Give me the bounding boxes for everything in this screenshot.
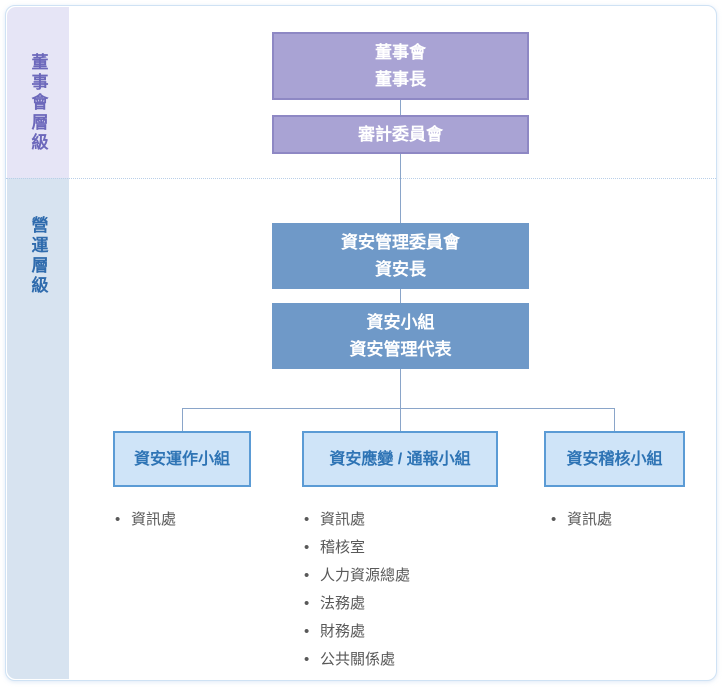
member-list-audit-group: 資訊處 <box>550 506 612 534</box>
org-node-board-of-directors: 董事會 董事長 <box>272 32 529 100</box>
member-item: 人力資源總處 <box>303 562 410 590</box>
member-item: 公共關係處 <box>303 646 410 674</box>
org-node-line: 資安管理代表 <box>349 340 452 359</box>
connector-line <box>400 100 401 115</box>
org-node-operations-group: 資安運作小組 <box>113 431 251 487</box>
sidebar-section-operations-level: 營運層級 <box>7 178 69 679</box>
connector-line <box>400 289 401 303</box>
org-node-line: 資安管理委員會 <box>341 233 460 252</box>
member-list-response-reporting-group: 資訊處 稽核室 人力資源總處 法務處 財務處 公共關係處 <box>303 506 410 674</box>
connector-line <box>182 408 183 431</box>
operations-level-label: 營運層級 <box>28 216 48 296</box>
org-node-line: 董事會 <box>375 43 426 62</box>
org-node-line: 審計委員會 <box>358 125 443 144</box>
member-list-operations-group: 資訊處 <box>114 506 176 534</box>
org-node-response-reporting-group: 資安應變 / 通報小組 <box>302 431 498 487</box>
member-item: 資訊處 <box>114 506 176 534</box>
org-node-audit-group: 資安稽核小組 <box>544 431 685 487</box>
org-node-line: 董事長 <box>375 70 426 89</box>
member-item: 稽核室 <box>303 534 410 562</box>
org-chart-card: 董事會層級 營運層級 董事會 董事長 審計委員會 資安管理委員會 資安長 資安小… <box>5 5 717 681</box>
member-item: 法務處 <box>303 590 410 618</box>
connector-rail <box>182 408 615 409</box>
board-level-label: 董事會層級 <box>28 53 48 153</box>
member-item: 資訊處 <box>550 506 612 534</box>
org-node-audit-committee: 審計委員會 <box>272 115 529 154</box>
level-divider-dotted-line <box>6 178 716 179</box>
sidebar-section-board-level: 董事會層級 <box>7 7 69 178</box>
member-item: 資訊處 <box>303 506 410 534</box>
member-item: 財務處 <box>303 618 410 646</box>
connector-line <box>400 369 401 431</box>
org-node-infosec-taskforce: 資安小組 資安管理代表 <box>272 303 529 369</box>
connector-line <box>614 408 615 431</box>
org-node-line: 資安運作小組 <box>133 450 230 468</box>
org-node-line: 資安小組 <box>366 313 435 332</box>
org-node-infosec-committee: 資安管理委員會 資安長 <box>272 223 529 289</box>
org-node-line: 資安長 <box>375 260 426 279</box>
org-node-line: 資安應變 / 通報小組 <box>329 450 471 468</box>
org-node-line: 資安稽核小組 <box>566 450 663 468</box>
connector-line <box>400 154 401 223</box>
